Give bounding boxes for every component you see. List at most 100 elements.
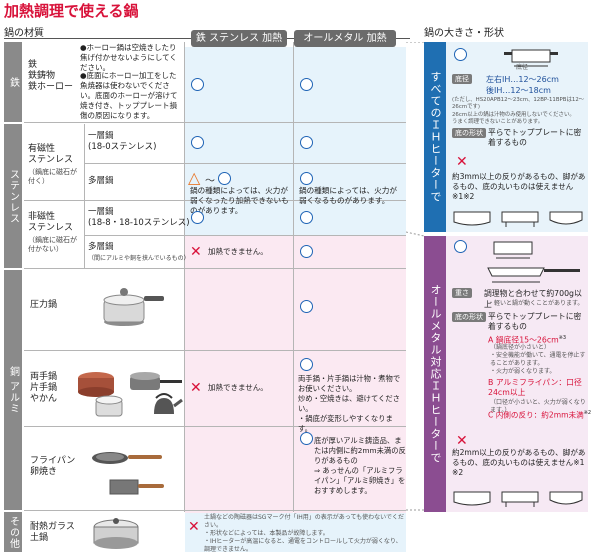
shape2-a-sup: ※3 — [558, 335, 567, 341]
triangle-icon: △ — [188, 168, 201, 187]
bottom-shape-text: 平らでトッププレートに密着するもの — [488, 128, 582, 147]
ng-cross-icon: ✕ — [456, 433, 468, 449]
weight-row: 重さ — [452, 288, 475, 298]
material-heading: 鍋の材質 — [4, 28, 44, 39]
other-note: 土鍋などの陶磁器はSGマーク付「IH用」の表示があっても使わないでください。 ・… — [204, 514, 404, 553]
ng-cross-icon: ✕ — [188, 519, 200, 535]
warp-note: 約3mm以上の反りがあるもの、脚があるもの、底の丸いものは使えません※1※2 — [452, 172, 586, 201]
ok-circle-icon — [454, 240, 467, 253]
col-allmetal-heating: オールメタル 加熱 — [294, 30, 396, 47]
shape2-c-sup: ※2 — [583, 410, 592, 416]
row-name-glass-earthen: 耐熱ガラス 土鍋 — [30, 522, 75, 543]
row-name-nonmagnetic-stainless: 非磁性 ステンレス — [28, 212, 74, 233]
pot-and-pan-diagram — [487, 241, 580, 283]
ok-circle-icon — [300, 172, 313, 185]
shape2-text: 平らでトッププレートに密着するもの — [488, 312, 582, 331]
shape2-a: A 鍋底径15〜26cm※3 — [488, 333, 566, 346]
shape2-a-text: A 鍋底径15〜26cm — [488, 335, 559, 345]
shape-heading: 鍋の大きさ・形状 — [424, 28, 504, 39]
multi-layer-pot-label: 多層鍋 — [88, 176, 114, 186]
col-divider — [84, 124, 85, 268]
aluminum-stainless-note: 加熱できません。 — [208, 383, 268, 392]
bottom-diameter-note: (ただし、HS20APB12〜23cm、12BP-11BPBは12〜26cmです… — [452, 97, 585, 110]
group-copper-aluminum: 銅 アルミ — [4, 270, 22, 510]
bottom-diameter-note2: 26cm以上の鍋は汁物のみ使用しないでください。 うまく調理できないことがありま… — [452, 112, 575, 125]
shape2-c-text: C 内側の反り：約2mm未満 — [488, 410, 584, 420]
group-stainless: ステンレス — [4, 124, 22, 268]
row-divider — [24, 122, 406, 123]
ok-circle-icon — [300, 78, 313, 91]
group-other: その他 — [4, 512, 22, 552]
allmetal-col-bg-bottom — [294, 235, 406, 513]
pots-allmetal-note: 両手鍋・片手鍋は汁物・煮物でお使いください。 炒め・空焼きは、避けてください。 … — [298, 374, 401, 433]
mag-multi-allmetal-note: 鍋の種類によっては、火力が弱くなるものがあります。 — [299, 186, 397, 205]
row-divider — [24, 200, 406, 201]
row-divider — [84, 163, 406, 164]
shape2-c: C 内側の反り：約2mm未満※2 — [488, 408, 591, 421]
weight-text: 調理物と合わせて約700g以上 — [484, 289, 582, 309]
ng-cross-icon: ✕ — [190, 244, 202, 260]
connector-lines — [406, 42, 424, 511]
pots-kettle-icon — [78, 372, 183, 417]
bottom-shape-tag: 底の形状 — [452, 128, 486, 138]
row-divider — [84, 235, 406, 236]
row-name-iron: 鉄 鉄鋳物 鉄ホーロー — [28, 60, 74, 92]
col-divider — [184, 42, 185, 512]
bottom-diameter-row: 底径 — [452, 74, 475, 84]
shape2-b: B アルミフライパン：口径24cm以上 — [488, 378, 582, 397]
row-sub-nonmagnetic-stainless: （鍋底に磁石が付かない） — [28, 236, 77, 253]
shape2-sub1: （鍋底径が小さいと） — [490, 344, 551, 351]
row-name-pots-kettle: 両手鍋 片手鍋 やかん — [30, 372, 58, 404]
row-name-pressure-pot: 圧力鍋 — [30, 300, 58, 310]
group-iron: 鉄 — [4, 42, 22, 122]
all-ih-heater-panel: すべてのＩＨヒーターで — [424, 42, 446, 232]
pressure-pot-icon — [103, 288, 164, 326]
row-divider — [24, 268, 406, 269]
col-divider — [293, 42, 294, 512]
glass-pot-icon — [93, 518, 139, 549]
ng-cross-icon: ✕ — [456, 154, 468, 170]
iron-note-fish-grill: ●底面にホーロー加工をした魚焼器は使わないでください。底面のホーローが溶けて焼き… — [80, 71, 178, 120]
ok-circle-icon — [300, 211, 313, 224]
warp2-note: 約2mm以上の反りがあるもの、脚があるもの、底の丸いものは使えません※1 ※2 — [452, 448, 586, 477]
row-divider — [24, 350, 406, 351]
iron-note-enamel: ●ホーロー鍋は空焼きしたり焦げ付かせないようにしてください。 — [80, 43, 177, 72]
ng-cross-icon: ✕ — [190, 380, 202, 396]
ok-circle-icon — [300, 358, 313, 371]
ok-circle-icon — [218, 172, 231, 185]
pot-diameter-diagram — [504, 49, 558, 67]
stainless-col-bg-bottom — [185, 235, 293, 513]
weight-sub: ・軽いと鍋が動くことがあります。 — [488, 300, 584, 307]
weight-tag: 重さ — [452, 288, 472, 298]
ok-circle-icon — [191, 211, 204, 224]
row-divider — [24, 426, 406, 427]
bottom-diameter-text: 左右IH…12〜26cm 後IH…12〜18cm — [486, 75, 559, 95]
bottom-diameter-tag: 底径 — [452, 74, 472, 84]
ok-circle-icon — [191, 136, 204, 149]
row-sub-magnetic-stainless: （鍋底に磁石が付く） — [28, 168, 77, 185]
ok-circle-icon — [454, 48, 467, 61]
multi-layer-pot-label: 多層鍋 — [88, 242, 114, 252]
ok-circle-icon — [300, 300, 313, 313]
ok-circle-icon — [300, 432, 313, 445]
frying-pan-icon — [92, 452, 164, 495]
shape2-row: 底の形状 — [452, 312, 489, 322]
tilde-icon: 〜 — [205, 176, 215, 187]
shape2-b-sub: （口径が小さいと、火力が弱くなります。） — [490, 399, 586, 414]
ng-pot-shapes-icon — [453, 491, 583, 507]
other-note-bg — [185, 513, 406, 552]
single-layer-pot-label: 一層鍋 (18-0ステンレス) — [88, 131, 157, 152]
multi-layer-sub: （間にアルミや銅を挟んでいるもの） — [88, 255, 190, 262]
shape2-sub2: ・安全機能が働いて、通電を停止することがあります。 ・火力が弱くなります。 — [490, 352, 586, 375]
frying-allmetal-note: 底が厚いアルミ鋳造品、または内側に約2mm未満の反りがあるもの ⇒ あっせんの「… — [314, 436, 406, 495]
bottom-shape-row: 底の形状 — [452, 128, 489, 138]
row-divider — [24, 510, 406, 511]
allmetal-ih-heater-panel: オールメタル対応ＩＨヒーターで — [424, 236, 446, 512]
page-title: 加熱調理で使える鍋 — [4, 2, 139, 20]
single-layer-pot-label: 一層鍋 (18-8・18-10ステンレス) — [88, 207, 190, 228]
col-stainless-heating: 鉄 ステンレス 加熱 — [191, 30, 287, 47]
shape2-tag: 底の形状 — [452, 312, 486, 322]
ok-circle-icon — [300, 245, 313, 258]
row-name-frying-pan: フライパン 卵焼き — [30, 456, 76, 477]
mag-multi-stainless-note: 鍋の種類によっては、火力が弱くなったり加熱できないものがあります。 — [190, 186, 289, 215]
